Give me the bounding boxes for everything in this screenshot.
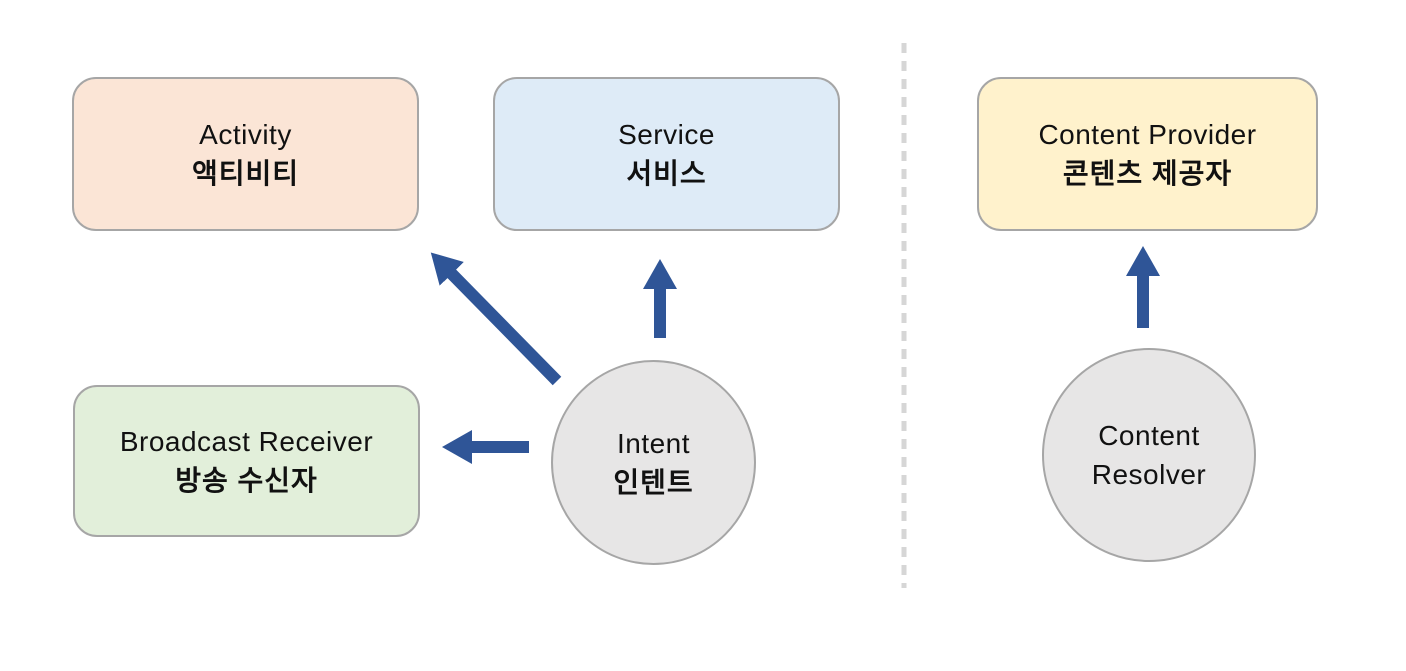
- content-resolver-circle: Content Resolver: [1042, 348, 1256, 562]
- content-provider-title: Content Provider: [1038, 119, 1257, 150]
- broadcast-receiver-box: Broadcast Receiver 방송 수신자: [73, 385, 420, 537]
- broadcast-receiver-title: Broadcast Receiver: [119, 426, 374, 457]
- content-provider-box: Content Provider 콘텐츠 제공자: [977, 77, 1318, 231]
- broadcast-receiver-subtitle: 방송 수신자: [175, 465, 318, 496]
- activity-box: Activity 액티비티: [72, 77, 419, 231]
- intent-circle: Intent 인텐트: [551, 360, 756, 565]
- content-provider-subtitle: 콘텐츠 제공자: [1062, 158, 1233, 189]
- activity-subtitle: 액티비티: [191, 158, 300, 189]
- service-title: Service: [618, 119, 715, 150]
- intent-title: Intent: [616, 427, 691, 459]
- service-subtitle: 서비스: [626, 158, 707, 189]
- content-resolver-line2: Resolver: [1091, 459, 1207, 490]
- activity-title: Activity: [199, 119, 292, 150]
- arrow-intent-to-activity: [430, 252, 562, 386]
- intent-subtitle: 인텐트: [613, 466, 694, 498]
- service-box: Service 서비스: [493, 77, 840, 231]
- content-resolver-line1: Content: [1098, 420, 1200, 451]
